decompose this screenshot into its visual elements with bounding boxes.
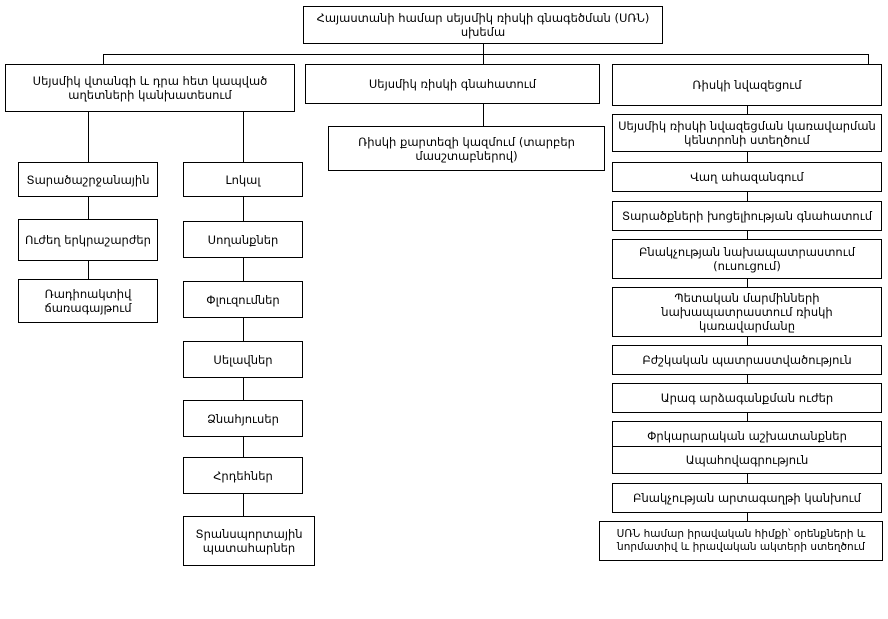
node-root: Հայաստանի համար սեյսմիկ ռիսկի գնագեծման … bbox=[303, 6, 663, 44]
node-left-b-4-label: Ձնահյուսեր bbox=[207, 411, 279, 426]
edge-right-header-0 bbox=[747, 106, 748, 114]
node-right-6-label: Արագ արձագանքման ուժեր bbox=[660, 391, 834, 405]
node-right-header: Ռիսկի նվազեցում bbox=[612, 64, 882, 106]
node-left-header: Սեյսմիկ վտանգի և դրա հետ կապված աղետների… bbox=[5, 64, 295, 112]
node-left-b-5-label: Հրդեհներ bbox=[213, 468, 273, 483]
node-left-b-0: Լոկալ bbox=[183, 162, 303, 197]
edge-right-9-10 bbox=[747, 513, 748, 521]
node-middle-0-label: Ռիսկի քարտեզի կազմում (տարբեր մասշտաբներ… bbox=[358, 134, 575, 163]
node-right-8: Ապահովագրություն bbox=[612, 446, 882, 474]
edge-left-b-0-1 bbox=[243, 197, 244, 221]
node-left-a-0: Տարածաշրջանային bbox=[18, 162, 158, 197]
edge-left-a-0-1 bbox=[88, 197, 89, 219]
edge-left-a-1-2 bbox=[88, 261, 89, 279]
node-left-b-6: Տրանսպորտային պատահարներ bbox=[183, 516, 315, 566]
edge-left-b-5-6 bbox=[243, 494, 244, 516]
edge-right-5-6 bbox=[747, 375, 748, 383]
edge-root-stem bbox=[483, 44, 484, 54]
node-right-1: Վաղ ահազանգում bbox=[612, 162, 882, 192]
node-right-10: ՍՌՆ համար իրավական հիմքի՝ օրենքների և նո… bbox=[599, 521, 883, 561]
node-root-label: Հայաստանի համար սեյսմիկ ռիսկի գնագեծման … bbox=[316, 11, 650, 39]
node-right-7-label: Փրկարարական աշխատանքներ bbox=[647, 429, 847, 443]
node-left-b-6-label: Տրանսպորտային պատահարներ bbox=[195, 527, 303, 555]
edge-distribution-bar bbox=[103, 54, 868, 55]
edge-left-branch-a-stem bbox=[88, 112, 89, 162]
node-left-b-2-label: Փլուզումներ bbox=[206, 292, 280, 307]
node-right-5-label: Բժշկական պատրաստվածություն bbox=[642, 353, 852, 367]
node-right-0: Սեյսմիկ ռիսկի նվազեցման կառավարման կենտր… bbox=[612, 114, 882, 152]
node-right-3-label: Բնակչության նախապատրաստում (ուսուցում) bbox=[638, 245, 855, 273]
edge-left-b-3-4 bbox=[243, 378, 244, 400]
node-left-b-1: Սողանքներ bbox=[183, 221, 303, 258]
node-left-b-1-label: Սողանքներ bbox=[207, 232, 279, 247]
edge-left-b-4-5 bbox=[243, 437, 244, 457]
node-left-b-3-label: Սելավներ bbox=[213, 352, 273, 367]
node-left-b-5: Հրդեհներ bbox=[183, 457, 303, 494]
edge-drop-middle-column bbox=[483, 54, 484, 64]
node-left-a-0-label: Տարածաշրջանային bbox=[26, 172, 150, 187]
edge-middle-header-0 bbox=[483, 104, 484, 126]
node-right-8-label: Ապահովագրություն bbox=[685, 453, 809, 467]
edge-drop-right-column bbox=[868, 54, 869, 64]
node-right-6: Արագ արձագանքման ուժեր bbox=[612, 383, 882, 413]
edge-right-4-5 bbox=[747, 337, 748, 345]
edge-right-0-1 bbox=[747, 152, 748, 162]
edge-right-8-9 bbox=[747, 474, 748, 483]
node-left-a-1: Ուժեղ երկրաշարժեր bbox=[18, 219, 158, 261]
node-middle-0: Ռիսկի քարտեզի կազմում (տարբեր մասշտաբներ… bbox=[328, 126, 605, 171]
edge-right-1-2 bbox=[747, 192, 748, 201]
node-left-b-2: Փլուզումներ bbox=[183, 281, 303, 318]
node-left-a-2-label: Ռադիոակտիվ ճառագայթում bbox=[44, 287, 132, 315]
node-right-0-label: Սեյսմիկ ռիսկի նվազեցման կառավարման կենտր… bbox=[618, 119, 876, 147]
node-left-b-0-label: Լոկալ bbox=[225, 172, 261, 187]
node-right-9-label: Բնակչության արտագաղթի կանխում bbox=[633, 491, 861, 505]
node-right-4-label: Պետական մարմինների նախապատրաստում ռիսկի … bbox=[661, 291, 833, 333]
node-right-1-label: Վաղ ահազանգում bbox=[690, 170, 804, 184]
edge-drop-left-column bbox=[103, 54, 104, 64]
node-left-header-label: Սեյսմիկ վտանգի և դրա հետ կապված աղետների… bbox=[32, 74, 268, 102]
node-right-header-label: Ռիսկի նվազեցում bbox=[692, 78, 802, 92]
node-middle-header: Սեյսմիկ ռիսկի գնահատում bbox=[305, 64, 600, 104]
node-left-b-3: Սելավներ bbox=[183, 341, 303, 378]
node-middle-header-label: Սեյսմիկ ռիսկի գնահատում bbox=[368, 77, 537, 91]
node-right-3: Բնակչության նախապատրաստում (ուսուցում) bbox=[612, 239, 882, 279]
node-right-2: Տարածքների խոցելիության գնահատում bbox=[612, 201, 882, 231]
node-right-5: Բժշկական պատրաստվածություն bbox=[612, 345, 882, 375]
node-left-b-4: Ձնահյուսեր bbox=[183, 400, 303, 437]
node-right-2-label: Տարածքների խոցելիության գնահատում bbox=[622, 209, 872, 223]
node-left-a-2: Ռադիոակտիվ ճառագայթում bbox=[18, 279, 158, 323]
edge-left-branch-b-stem bbox=[243, 112, 244, 162]
edge-right-3-4 bbox=[747, 279, 748, 287]
node-left-a-1-label: Ուժեղ երկրաշարժեր bbox=[25, 233, 151, 247]
edge-left-b-2-3 bbox=[243, 318, 244, 341]
edge-right-2-3 bbox=[747, 231, 748, 239]
node-right-10-label: ՍՌՆ համար իրավական հիմքի՝ օրենքների և նո… bbox=[616, 528, 866, 553]
node-right-4: Պետական մարմինների նախապատրաստում ռիսկի … bbox=[612, 287, 882, 337]
node-right-9: Բնակչության արտագաղթի կանխում bbox=[612, 483, 882, 513]
edge-left-b-1-2 bbox=[243, 258, 244, 281]
edge-right-6-7 bbox=[747, 413, 748, 421]
